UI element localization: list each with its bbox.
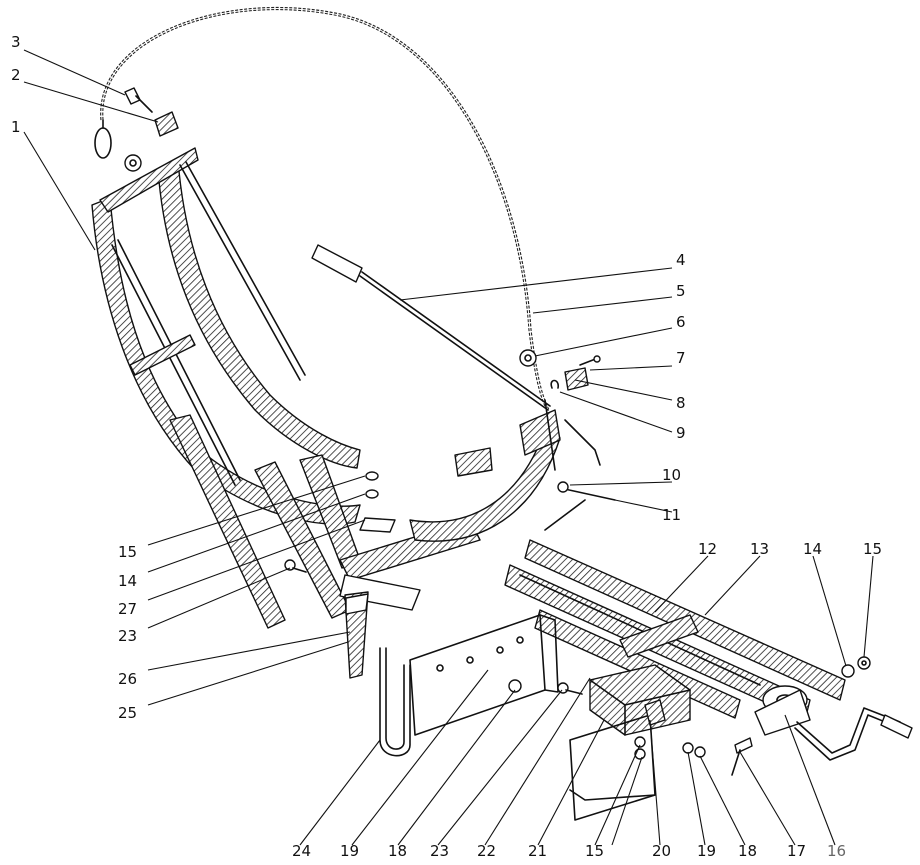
label-3: 3 <box>11 33 21 51</box>
cable-eye-loop <box>94 127 112 159</box>
crank-winch <box>754 685 913 761</box>
label-26: 26 <box>118 670 137 688</box>
label-23-bottom: 23 <box>430 842 449 860</box>
label-1: 1 <box>11 118 21 136</box>
mounting-brackets <box>409 614 656 821</box>
label-17: 17 <box>787 842 806 860</box>
label-9: 9 <box>676 424 686 442</box>
top-bolt-and-plate <box>124 87 179 172</box>
label-27: 27 <box>118 600 137 618</box>
label-18-right: 18 <box>738 842 757 860</box>
label-24: 24 <box>292 842 311 860</box>
cable <box>94 6 550 411</box>
u-bolt <box>379 647 411 757</box>
label-12: 12 <box>698 540 717 558</box>
label-11: 11 <box>662 506 681 524</box>
label-20: 20 <box>652 842 671 860</box>
label-8: 8 <box>676 394 686 412</box>
label-25: 25 <box>118 704 137 722</box>
label-5: 5 <box>676 282 686 300</box>
spring-rod <box>311 244 551 411</box>
label-6: 6 <box>676 313 686 331</box>
clamp-hardware <box>519 349 601 391</box>
label-19-right: 19 <box>697 842 716 860</box>
label-21: 21 <box>528 842 547 860</box>
label-10: 10 <box>662 466 681 484</box>
label-16: 16 <box>827 842 846 860</box>
label-15-bottom: 15 <box>585 842 604 860</box>
label-7: 7 <box>676 349 686 367</box>
label-23-left: 23 <box>118 627 137 645</box>
hook-rod <box>557 419 616 501</box>
label-19-left: 19 <box>340 842 359 860</box>
part-number-labels: 3 2 1 4 5 6 7 8 9 10 11 12 13 14 15 15 1… <box>11 33 882 860</box>
label-22: 22 <box>477 842 496 860</box>
support-post <box>344 591 369 679</box>
label-14-left: 14 <box>118 572 137 590</box>
label-2: 2 <box>11 66 21 84</box>
leader-lines <box>23 49 874 846</box>
label-18-left: 18 <box>388 842 407 860</box>
label-15-left: 15 <box>118 543 137 561</box>
seat-frame <box>91 147 481 629</box>
rear-curved-bracket <box>409 399 561 542</box>
label-13: 13 <box>750 540 769 558</box>
label-4: 4 <box>676 251 686 269</box>
label-14-right: 14 <box>803 540 822 558</box>
label-15-right: 15 <box>863 540 882 558</box>
